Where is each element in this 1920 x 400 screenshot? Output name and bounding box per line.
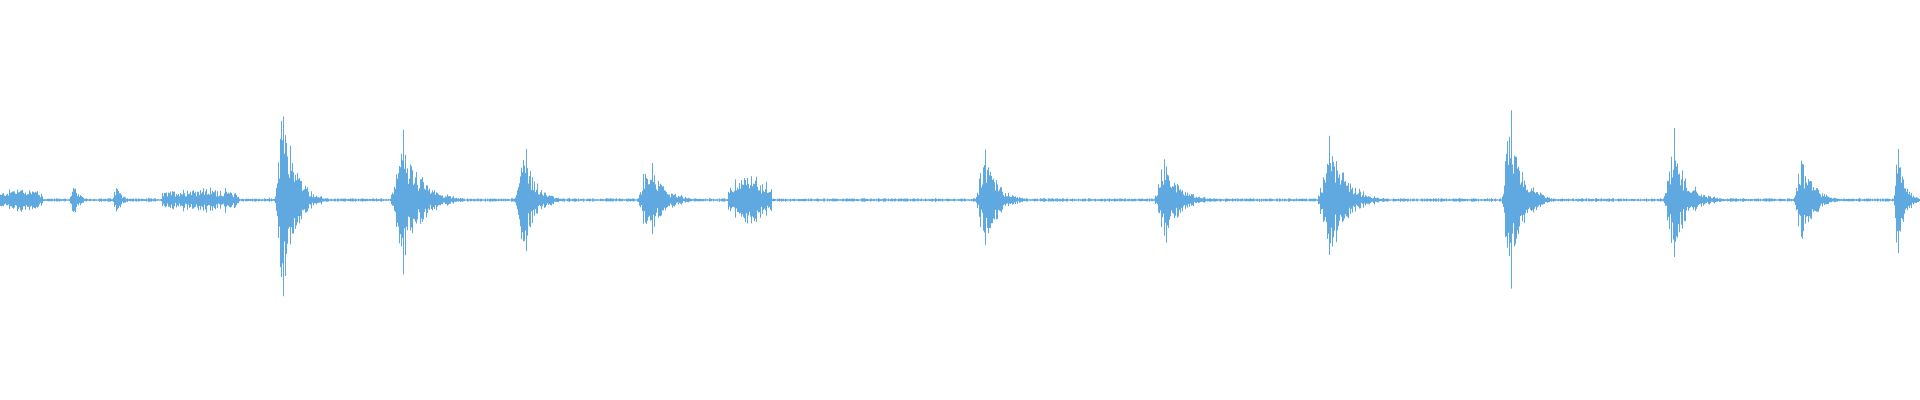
waveform-samples: [0, 110, 1920, 297]
waveform-trace: [0, 110, 1920, 297]
